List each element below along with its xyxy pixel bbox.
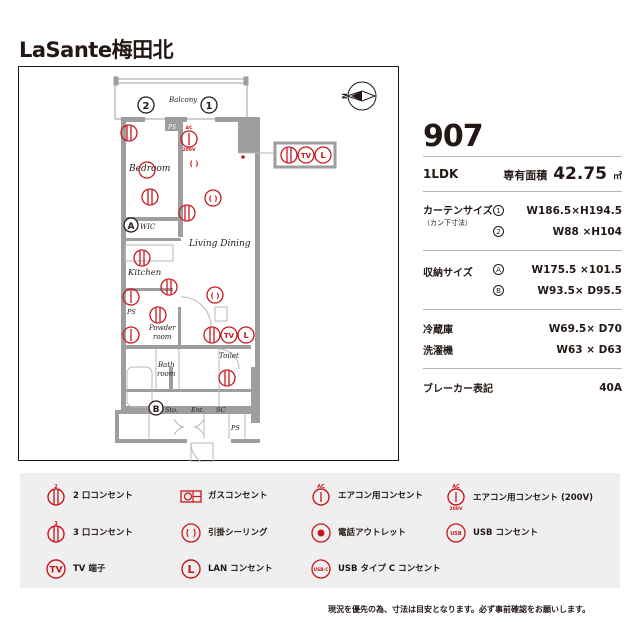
svg-text:( ): ( ) xyxy=(190,160,199,168)
svg-text:PS: PS xyxy=(167,124,176,131)
balcony-label: Balcony xyxy=(168,96,198,104)
area-label: 専有面積 xyxy=(503,169,548,182)
svg-text:N: N xyxy=(341,93,349,99)
lan-outlet-icon: L xyxy=(181,559,201,579)
powder-room-label: Powder xyxy=(148,324,176,332)
floor-plan: PS PS PS Balcony Bedroom WIC Living Dini… xyxy=(18,66,399,462)
storage-label: 収納サイズ xyxy=(423,268,473,279)
legend-item-ac: AC エアコン用コンセント xyxy=(310,483,423,507)
toilet-label: Toilet xyxy=(219,352,239,360)
svg-text:L: L xyxy=(187,563,194,576)
curtain-marker-1-icon: 1 xyxy=(493,205,504,216)
legend-item-outlet-2: 2 2 口コンセント xyxy=(45,483,133,507)
svg-text:2: 2 xyxy=(54,484,58,490)
svg-text:PS: PS xyxy=(230,424,240,432)
curtain-marker-2-icon: 2 xyxy=(493,226,504,237)
storage-marker-b-icon: B xyxy=(493,285,504,296)
svg-text:room: room xyxy=(157,370,176,378)
svg-text:200V: 200V xyxy=(450,506,463,511)
disclaimer-note: 現況を優先の為、寸法は目安となります。必ず事前確認をお願いします。 xyxy=(328,605,591,614)
svg-text:AC: AC xyxy=(186,125,193,131)
curtain-section: カーテンサイズ （カン下寸法） 1 W186.5×H194.5 2 W88 ×H… xyxy=(423,192,622,250)
storage-row-a: A W175.5 ×101.5 xyxy=(423,259,622,280)
legend-item-ceiling: 引掛シーリング xyxy=(180,520,268,544)
svg-text:TV: TV xyxy=(224,332,235,340)
ceiling-hook-icon xyxy=(181,523,201,543)
svg-text:( ): ( ) xyxy=(211,292,220,300)
wic-label: WIC xyxy=(140,223,156,231)
breaker-section: ブレーカー表記 40A xyxy=(423,369,622,406)
svg-text:200V: 200V xyxy=(183,147,196,153)
bathroom-label: Bath xyxy=(157,361,175,369)
curtain-label: カーテンサイズ xyxy=(423,206,493,217)
ac-outlet-icon: AC xyxy=(312,484,330,506)
entrance-label: Ent. xyxy=(190,406,205,414)
floor-plan-drawing: PS PS PS Balcony Bedroom WIC Living Dini… xyxy=(113,76,377,462)
svg-text:USB: USB xyxy=(450,531,462,537)
bedroom-label: Bedroom xyxy=(128,164,170,174)
unit-info-panel: 907 1LDK 専有面積 42.75 ㎡ カーテンサイズ （カン下寸法） 1 … xyxy=(423,120,622,406)
storage-marker-a-icon: A xyxy=(493,264,504,275)
usb-outlet-icon: USB xyxy=(446,523,466,543)
svg-text:L: L xyxy=(243,331,248,340)
curtain-row-2: 2 W88 ×H104 xyxy=(423,221,622,242)
gas-outlet-icon xyxy=(180,490,202,503)
layout-type: 1LDK xyxy=(423,167,459,181)
usb-c-outlet-icon: USB-C xyxy=(311,559,331,579)
curtain-sublabel: （カン下寸法） xyxy=(423,219,472,227)
legend-item-outlet-3: 3 3 口コンセント xyxy=(45,520,133,544)
svg-text:( ): ( ) xyxy=(209,195,218,203)
svg-text:PS: PS xyxy=(126,308,136,316)
svg-text:AC: AC xyxy=(317,484,325,490)
fridge-row: 冷蔵庫 W69.5× D70 xyxy=(423,322,622,337)
legend-item-phone: 電話アウトレット xyxy=(310,520,406,544)
svg-text:TV: TV xyxy=(49,566,62,576)
svg-text:L: L xyxy=(320,151,325,160)
unit-number: 907 xyxy=(423,119,484,154)
storage-marker-a: A xyxy=(128,222,135,232)
outlet-3-icon: 3 xyxy=(47,521,65,543)
svg-text:USB-C: USB-C xyxy=(314,567,329,573)
phone-outlet-icon xyxy=(311,523,331,543)
washer-row: 洗濯機 W63 × D63 xyxy=(423,343,622,358)
legend-item-usb-c: USB-C USB タイプ C コンセント xyxy=(310,556,441,580)
ac-outlet-200v-icon: AC 200V xyxy=(447,484,465,511)
area: 専有面積 42.75 ㎡ xyxy=(503,164,622,184)
layout-row: 1LDK 専有面積 42.75 ㎡ xyxy=(423,157,622,191)
svg-text:room: room xyxy=(153,333,172,341)
compass-icon: N xyxy=(341,81,377,111)
area-unit: ㎡ xyxy=(612,172,622,182)
storage-section: 収納サイズ A W175.5 ×101.5 B W93.5× D95.5 xyxy=(423,251,622,309)
curtain-marker-2: 2 xyxy=(143,101,150,112)
electrical-symbols xyxy=(120,124,332,387)
legend-item-lan: L LAN コンセント xyxy=(180,556,273,580)
kitchen-label: Kitchen xyxy=(127,268,161,278)
area-value: 42.75 xyxy=(553,164,607,184)
outlet-2-icon: 2 xyxy=(47,484,65,506)
legend-item-gas: ガスコンセント xyxy=(180,483,268,507)
svg-text:AC: AC xyxy=(452,484,460,490)
curtain-row-1: 1 W186.5×H194.5 xyxy=(423,200,622,221)
storage-label: Sto. xyxy=(165,406,178,414)
legend-item-usb: USB USB コンセント xyxy=(445,520,538,544)
shoe-closet-label: SC xyxy=(216,406,225,414)
storage-row-b: B W93.5× D95.5 xyxy=(423,280,622,301)
legend-item-tv: TV TV 端子 xyxy=(45,556,105,580)
tv-outlet-icon: TV xyxy=(46,559,66,579)
svg-text:TV: TV xyxy=(301,152,312,160)
living-dining-label: Living Dining xyxy=(188,239,251,249)
appliance-section: 冷蔵庫 W69.5× D70 洗濯機 W63 × D63 xyxy=(423,310,622,368)
storage-marker-b: B xyxy=(153,405,160,415)
svg-text:3: 3 xyxy=(54,521,58,527)
breaker-row: ブレーカー表記 40A xyxy=(423,381,622,396)
curtain-marker-1: 1 xyxy=(206,101,213,112)
property-title: LaSante梅田北 xyxy=(19,38,174,62)
